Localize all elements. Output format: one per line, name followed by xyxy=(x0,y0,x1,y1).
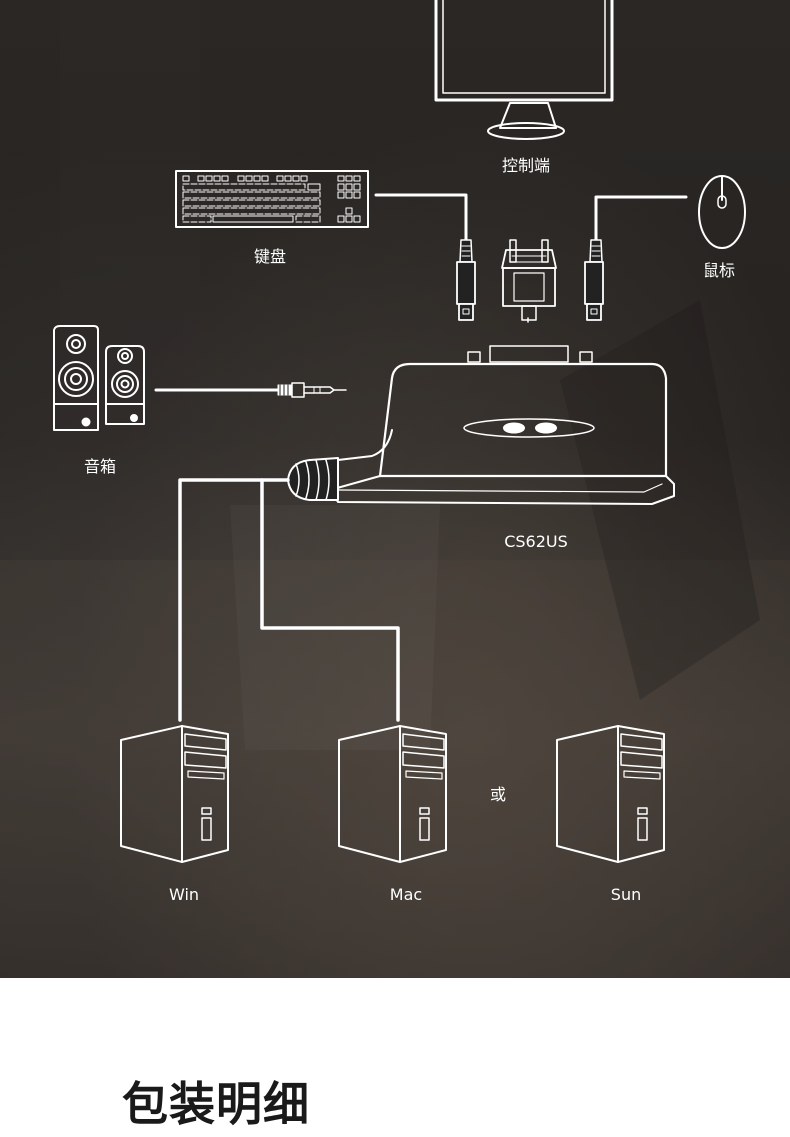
keyboard-icon xyxy=(175,170,369,228)
pc-tower-mac-icon xyxy=(338,725,447,863)
background-scene xyxy=(0,0,790,978)
mouse-label: 鼠标 xyxy=(702,261,736,280)
console-label: 控制端 xyxy=(501,156,551,175)
speakers-label: 音箱 xyxy=(83,457,117,476)
or-label: 或 xyxy=(489,785,507,804)
mouse-cable xyxy=(594,195,688,242)
pc-tower-win-icon xyxy=(120,725,229,863)
device-label: CS62US xyxy=(504,532,568,551)
pc-mac-label: Mac xyxy=(389,885,423,904)
kvm-device-icon xyxy=(329,345,675,505)
mouse-usb-plug-icon xyxy=(584,239,604,321)
pc-tower-sun-icon xyxy=(556,725,665,863)
section-title: 包装明细 xyxy=(122,1077,310,1131)
keyboard-cable xyxy=(374,193,468,242)
cable-collar-icon xyxy=(287,457,339,501)
monitor-icon xyxy=(434,0,614,140)
connection-diagram: 控制端 键盘 鼠标 音箱 CS62US 或 Win Mac Sun xyxy=(0,0,790,978)
pc-sun-label: Sun xyxy=(610,885,642,904)
speakers-icon xyxy=(53,325,145,431)
diagram-artwork xyxy=(0,0,790,978)
keyboard-usb-plug-icon xyxy=(456,239,476,321)
keyboard-label: 键盘 xyxy=(253,247,287,266)
mac-cable xyxy=(260,478,400,722)
vga-connector-icon xyxy=(501,239,557,323)
mouse-icon xyxy=(698,175,746,249)
pc-win-label: Win xyxy=(168,885,200,904)
audio-jack-icon xyxy=(277,382,347,398)
win-cable xyxy=(178,478,290,722)
